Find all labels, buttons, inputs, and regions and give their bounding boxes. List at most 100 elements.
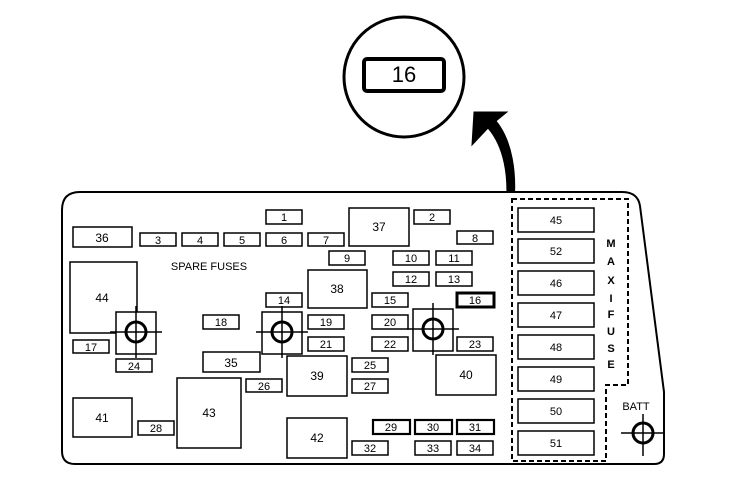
fuse-52-label: 52 <box>550 246 562 258</box>
fuse-16 <box>455 291 496 309</box>
fuse-33 <box>414 440 452 456</box>
fuse-7-label: 7 <box>323 235 329 247</box>
fuse-13 <box>435 271 473 287</box>
fuse-22-label: 22 <box>384 339 396 351</box>
fuse-43-label: 43 <box>202 406 216 420</box>
fuse-40-label: 40 <box>459 368 473 382</box>
fuse-2 <box>413 209 451 225</box>
fuse-47 <box>517 302 595 328</box>
mounting-bolts <box>110 303 665 456</box>
fuse-49-label: 49 <box>550 374 562 386</box>
fuse-6-label: 6 <box>281 235 287 247</box>
fuse-32-label: 32 <box>364 443 376 455</box>
fuse-23-label: 23 <box>469 339 481 351</box>
fuse-11-label: 11 <box>448 253 459 265</box>
fuse-30 <box>413 418 454 436</box>
fuse-25 <box>351 357 389 373</box>
fuse-26 <box>245 378 283 393</box>
fuse-40 <box>435 354 497 396</box>
maxi-letter: E <box>607 359 614 371</box>
fuse-4-label: 4 <box>197 235 203 247</box>
fuse-27-label: 27 <box>364 381 376 393</box>
fuse-10 <box>392 250 430 266</box>
maxi-letter: A <box>607 256 615 268</box>
fuse-23 <box>456 336 494 352</box>
fuse-39-label: 39 <box>310 369 324 383</box>
fuse-20-label: 20 <box>384 317 396 329</box>
maxi-letter: U <box>607 326 615 338</box>
fuse-4 <box>181 232 219 247</box>
fuse-50-label: 50 <box>550 406 562 418</box>
fuse-10-label: 10 <box>405 253 417 265</box>
fuse-17 <box>72 339 110 354</box>
fuse-21-label: 21 <box>320 339 332 351</box>
fuse-19-label: 19 <box>320 317 332 329</box>
bolt-icon <box>256 306 308 358</box>
fuse-12 <box>392 271 430 287</box>
fuse-35 <box>202 351 261 373</box>
maxi-fuse-outline <box>511 198 629 462</box>
fuse-16-label: 16 <box>469 295 481 307</box>
fuse-2-label: 2 <box>429 212 435 224</box>
fuse-15 <box>371 292 409 308</box>
maxi-fuse-label: M A X I F U S E <box>606 238 615 371</box>
fuse-14 <box>265 292 303 308</box>
bolt-icon <box>110 306 162 358</box>
fuse-45-label: 45 <box>550 215 562 227</box>
fuse-31-label: 31 <box>469 422 481 434</box>
fuse-41 <box>72 397 133 438</box>
fuse-22 <box>371 336 409 352</box>
fuse-45 <box>517 207 595 233</box>
fuse-35-label: 35 <box>224 356 238 370</box>
fuse-27 <box>351 378 389 394</box>
maxi-letter: X <box>607 275 615 287</box>
fuse-44-label: 44 <box>95 291 109 305</box>
fuse-18-label: 18 <box>215 317 227 329</box>
fuse-5-label: 5 <box>239 235 245 247</box>
fuse-3-label: 3 <box>155 235 161 247</box>
fuse-43 <box>176 377 242 449</box>
fuse-46-label: 46 <box>550 278 562 290</box>
fuse-52 <box>517 238 595 264</box>
fuse-21 <box>307 336 345 352</box>
fuse-12-label: 12 <box>405 274 417 286</box>
fuse-36-label: 36 <box>95 231 109 245</box>
callout: 16 <box>342 15 466 139</box>
fuse-8-label: 8 <box>472 233 478 245</box>
fuse-9-label: 9 <box>344 253 350 265</box>
fuse-7 <box>307 232 345 247</box>
fuse-32 <box>351 440 389 456</box>
fuse-42-label: 42 <box>310 431 324 445</box>
fuse-19 <box>307 314 345 330</box>
battery-label: BATT <box>622 401 650 413</box>
fuse-24 <box>115 358 153 373</box>
callout-fuse-label: 16 <box>392 62 416 87</box>
fuse-34-label: 34 <box>469 443 481 455</box>
fuse-13-label: 13 <box>448 274 460 286</box>
fuse-49 <box>517 366 595 392</box>
fuse-33-label: 33 <box>427 443 439 455</box>
fuse-50 <box>517 398 595 424</box>
fuse-14-label: 14 <box>278 295 290 307</box>
maxi-letter: I <box>609 293 612 305</box>
bolt-icon <box>407 303 459 355</box>
fuse-3 <box>139 232 177 247</box>
fuse-46 <box>517 270 595 296</box>
fuse-5 <box>223 232 261 247</box>
fuse-1-label: 1 <box>281 212 287 224</box>
fuse-25-label: 25 <box>364 360 376 372</box>
battery-terminal-icon <box>621 414 665 456</box>
fuse-18 <box>202 314 240 330</box>
fuse-30-label: 30 <box>427 422 439 434</box>
fuse-6 <box>265 232 303 247</box>
fuse-24-label: 24 <box>128 361 140 373</box>
maxi-letter: M <box>606 238 615 250</box>
fuse-47-label: 47 <box>550 310 562 322</box>
fuse-51-label: 51 <box>550 438 562 450</box>
fuse-15-label: 15 <box>384 295 396 307</box>
callout-fuse <box>362 57 446 93</box>
spare-fuses-label: SPARE FUSES <box>171 261 247 273</box>
fuses: 1 37 2 36 3 4 5 6 7 8 9 10 11 44 38 <box>69 207 595 459</box>
fuse-37-label: 37 <box>372 220 386 234</box>
